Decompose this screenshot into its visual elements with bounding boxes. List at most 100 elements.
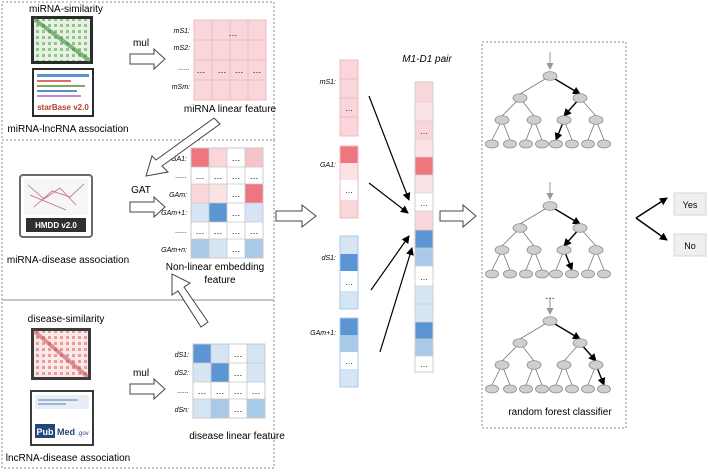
matrix-dots: … xyxy=(232,189,241,199)
m1-d1-pair-vector: … … … … xyxy=(414,81,434,373)
tree-node xyxy=(494,360,510,370)
tree-node xyxy=(542,201,558,211)
tree-node xyxy=(565,269,579,279)
tree-node xyxy=(588,245,604,255)
tree-node xyxy=(597,139,611,149)
tree-node xyxy=(519,139,533,149)
starbase-logo: starBase v2.0 xyxy=(32,68,94,117)
disease-linear-feature-caption: disease linear feature xyxy=(189,431,285,442)
tree-node xyxy=(503,384,517,394)
tree-node xyxy=(597,269,611,279)
decision-trees xyxy=(485,52,611,394)
random-forest-caption: random forest classifier xyxy=(508,407,612,418)
vector-dots: … xyxy=(345,186,353,195)
tree-node xyxy=(549,139,563,149)
mirna-mul-arrow xyxy=(129,47,166,71)
mirna-mul-label: mul xyxy=(133,38,149,49)
tree-node xyxy=(526,245,542,255)
matrix-dots: … xyxy=(253,65,262,75)
vector-label: GAm+1: xyxy=(310,330,336,337)
tree-node xyxy=(535,139,549,149)
row-label: ...... xyxy=(175,173,187,180)
vector-label: mS1: xyxy=(320,79,336,86)
matrix-dots: … xyxy=(196,171,205,181)
pair-dots: … xyxy=(420,273,428,282)
starbase-logo-text: starBase v2.0 xyxy=(37,103,89,112)
row-label: GAm+n: xyxy=(161,247,187,254)
yes-label: Yes xyxy=(683,200,698,210)
tree-node xyxy=(588,115,604,125)
hmdd-panel: HMDD v2.0 miRNA-disease association GAT xyxy=(1,139,275,301)
tree-node xyxy=(542,71,558,81)
hmdd-logo-text: HMDD v2.0 xyxy=(35,221,77,230)
pubmed-logo-text: .gov xyxy=(77,431,88,437)
matrix-dots: … xyxy=(250,171,259,181)
row-label: mS1: xyxy=(174,28,190,35)
tree-node xyxy=(581,384,595,394)
row-label: dSn: xyxy=(175,407,189,414)
matrix-dots: … xyxy=(198,386,207,396)
tree-node xyxy=(535,384,549,394)
tree-node xyxy=(556,360,572,370)
disease-to-gat-arrow xyxy=(171,273,209,328)
row-label: GAm: xyxy=(169,192,187,199)
pair-dots: … xyxy=(420,127,428,136)
mirna-disease-association-label: miRNA-disease association xyxy=(7,255,129,266)
matrix-dots: … xyxy=(196,226,205,236)
tree-node xyxy=(512,223,528,233)
mirna-to-gat-arrow xyxy=(145,117,221,177)
disease-linear-feature-matrix: … … … … … … … xyxy=(192,343,266,419)
no-arrow xyxy=(635,217,668,241)
row-label: mSm: xyxy=(172,84,190,91)
matrix-dots: … xyxy=(234,368,243,378)
gat-arrow xyxy=(129,195,166,219)
tree-node xyxy=(535,269,549,279)
matrix-dots: … xyxy=(235,65,244,75)
matrix-dots: … xyxy=(232,171,241,181)
row-label: ...... xyxy=(178,65,190,72)
yes-output: Yes xyxy=(673,192,707,216)
matrix-dots: … xyxy=(232,208,241,218)
pair-dots: … xyxy=(420,199,428,208)
tree-node xyxy=(556,245,572,255)
row-label: GAm+1: xyxy=(161,210,187,217)
mirna-lncrna-association-label: miRNA-lncRNA association xyxy=(7,124,128,135)
row-label: ...... xyxy=(177,388,189,395)
mirna-panel: miRNA-similarity starBase v2.0 miRNA-lnc… xyxy=(1,1,277,141)
tree-node xyxy=(519,384,533,394)
hmdd-logo: HMDD v2.0 xyxy=(19,174,93,238)
feature-vectors: … … … … xyxy=(339,59,359,388)
tree-node xyxy=(549,269,563,279)
pair-to-forest-arrow xyxy=(439,203,477,229)
mirna-linear-feature-caption: miRNA linear feature xyxy=(184,104,277,115)
tree-node xyxy=(494,245,510,255)
tree-node xyxy=(519,269,533,279)
random-forest-panel: … random forest classifier xyxy=(481,41,627,429)
forest-dots: … xyxy=(545,291,555,302)
matrix-dots: … xyxy=(232,153,241,163)
vector-label: dS1: xyxy=(322,255,336,262)
no-output: No xyxy=(673,233,707,257)
disease-similarity-title: disease-similarity xyxy=(28,314,105,325)
tree-node xyxy=(565,139,579,149)
non-linear-embedding-caption-line2: feature xyxy=(204,275,236,286)
row-label: GA1: xyxy=(171,156,187,163)
lncrna-disease-association-label: lncRNA-disease association xyxy=(6,453,131,464)
matrix-dots: … xyxy=(214,171,223,181)
tree-node xyxy=(542,316,558,326)
pubmed-logo-text: Med xyxy=(57,427,75,437)
vector-label: GA1: xyxy=(320,162,336,169)
disease-similarity-matrix-image xyxy=(31,328,91,380)
disease-mul-label: mul xyxy=(133,368,149,379)
tree-node xyxy=(512,93,528,103)
tree-node xyxy=(512,338,528,348)
matrix-dots: … xyxy=(234,349,243,359)
features-to-vectors-arrow xyxy=(275,203,317,229)
matrix-dots: … xyxy=(250,226,259,236)
matrix-dots: … xyxy=(214,226,223,236)
matrix-dots: … xyxy=(218,65,227,75)
no-label: No xyxy=(684,241,696,251)
tree-node xyxy=(549,384,563,394)
mirna-similarity-title: miRNA-similarity xyxy=(29,4,103,15)
tree-node xyxy=(503,269,517,279)
